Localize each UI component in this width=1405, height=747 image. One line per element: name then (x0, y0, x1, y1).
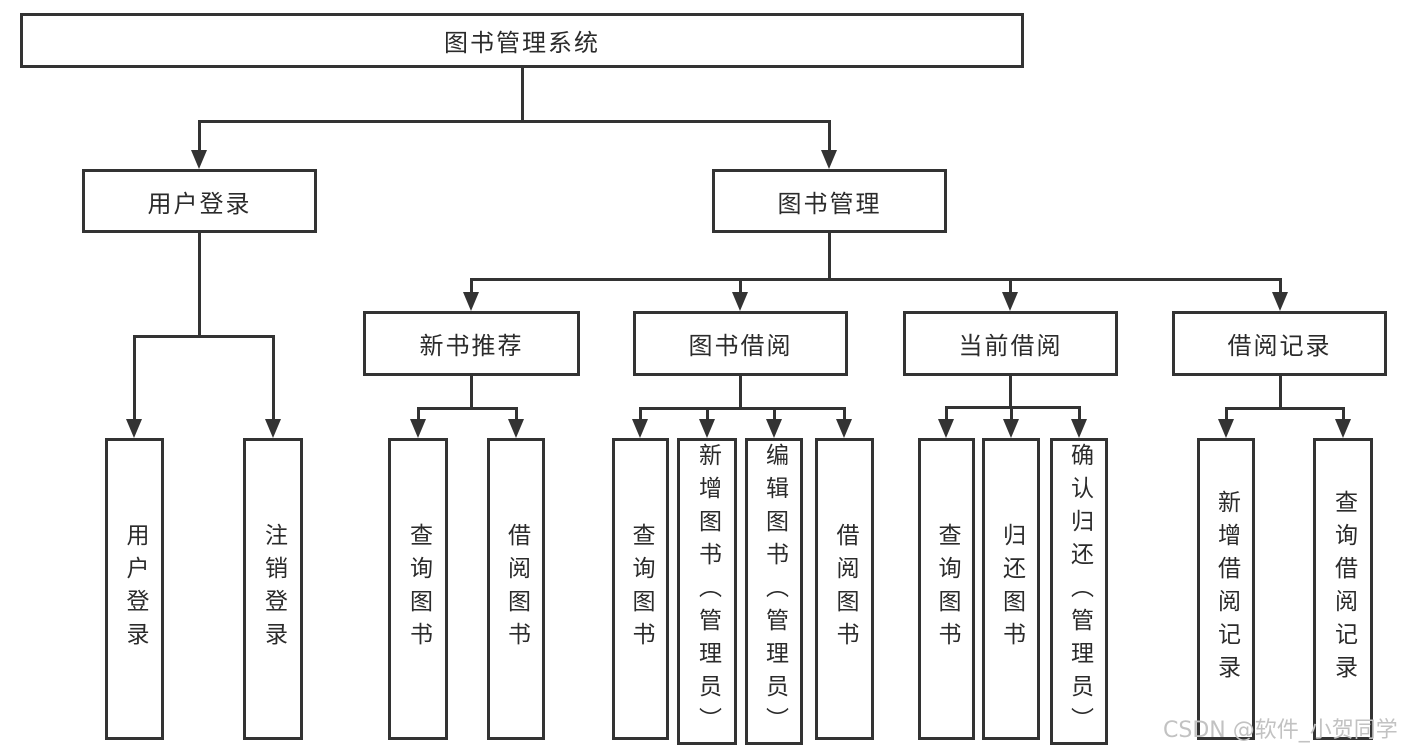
leaf-logout: 注销登录 (243, 438, 303, 740)
arrowhead-down-icon (463, 292, 479, 311)
leaf-label: 查询图书 (405, 523, 432, 655)
node-new-book-recommend: 新书推荐 (363, 311, 580, 376)
leaf-query-books-borrow: 查询图书 (612, 438, 669, 740)
arrow-stem (944, 406, 948, 424)
arrow-stem (197, 120, 201, 155)
arrow-stem (705, 407, 709, 424)
leaf-label: 归还图书 (998, 523, 1025, 655)
arrow-stem (1009, 406, 1013, 424)
arrowhead-down-icon (126, 419, 142, 438)
arrow-stem (1278, 278, 1282, 297)
node-current-borrowing: 当前借阅 (903, 311, 1118, 376)
leaf-return-books: 归还图书 (982, 438, 1040, 740)
leaf-label: 编辑图书（管理员） (761, 443, 788, 740)
leaf-query-books-recommend: 查询图书 (388, 438, 448, 740)
connector-horizontal-line (640, 407, 845, 410)
arrowhead-down-icon (1002, 292, 1018, 311)
leaf-edit-books-admin: 编辑图书（管理员） (745, 438, 803, 745)
leaf-label: 新增借阅记录 (1213, 490, 1240, 688)
arrowhead-down-icon (191, 150, 207, 169)
node-user-login: 用户登录 (82, 169, 317, 233)
leaf-label: 查询借阅记录 (1330, 490, 1357, 688)
node-label: 当前借阅 (958, 332, 1063, 360)
csdn-watermark: CSDN @软件_小贺同学 (1163, 718, 1398, 743)
arrow-stem (842, 407, 846, 424)
arrow-stem (132, 335, 136, 424)
connector-horizontal-line (418, 407, 517, 410)
arrowhead-down-icon (699, 419, 715, 438)
leaf-add-books-admin: 新增图书（管理员） (677, 438, 737, 745)
leaf-label: 确认归还（管理员） (1066, 443, 1093, 740)
arrow-stem (1077, 406, 1081, 424)
leaf-borrow-books-recommend: 借阅图书 (487, 438, 545, 740)
arrowhead-down-icon (1003, 419, 1019, 438)
connector-horizontal-line (946, 406, 1080, 409)
connector-vertical-line (469, 376, 473, 410)
arrowhead-down-icon (632, 419, 648, 438)
arrowhead-down-icon (938, 419, 954, 438)
leaf-label: 借阅图书 (832, 523, 858, 655)
arrowhead-down-icon (836, 419, 852, 438)
arrow-stem (827, 120, 831, 155)
arrow-stem (772, 407, 776, 424)
connector-vertical-line (1278, 376, 1282, 410)
arrowhead-down-icon (410, 419, 426, 438)
leaf-query-books-current: 查询图书 (918, 438, 975, 740)
node-borrowing-records: 借阅记录 (1172, 311, 1387, 376)
node-label: 借阅记录 (1227, 332, 1332, 360)
leaf-label: 借阅图书 (503, 523, 530, 655)
arrow-stem (1008, 278, 1012, 297)
connector-vertical-line (1008, 376, 1012, 409)
arrow-stem (416, 407, 420, 424)
arrowhead-down-icon (1272, 292, 1288, 311)
leaf-label: 用户登录 (122, 523, 148, 655)
connector-horizontal-line (471, 278, 1281, 281)
node-book-management: 图书管理 (712, 169, 947, 233)
arrow-stem (469, 278, 473, 297)
node-label: 图书借阅 (688, 332, 793, 360)
connector-horizontal-line (134, 335, 274, 338)
node-label: 图书管理系统 (444, 29, 600, 57)
node-label: 新书推荐 (419, 332, 524, 360)
arrow-stem (514, 407, 518, 424)
arrowhead-down-icon (508, 419, 524, 438)
arrowhead-down-icon (1071, 419, 1087, 438)
node-library-system: 图书管理系统 (20, 13, 1024, 68)
node-book-borrowing: 图书借阅 (633, 311, 848, 376)
arrow-stem (738, 278, 742, 297)
node-label: 图书管理 (777, 189, 882, 218)
arrow-stem (1341, 407, 1345, 424)
connector-vertical-line (738, 376, 742, 410)
arrowhead-down-icon (732, 292, 748, 311)
connector-vertical-line (520, 68, 524, 123)
leaf-confirm-return-admin: 确认归还（管理员） (1050, 438, 1108, 745)
leaf-label: 查询图书 (628, 523, 654, 655)
arrow-stem (1224, 407, 1228, 424)
leaf-add-borrow-record: 新增借阅记录 (1197, 438, 1255, 740)
connector-vertical-line (827, 233, 831, 280)
arrow-stem (271, 335, 275, 424)
arrow-stem (638, 407, 642, 424)
leaf-label: 查询图书 (934, 523, 960, 655)
leaf-borrow-books: 借阅图书 (815, 438, 874, 740)
arrowhead-down-icon (265, 419, 281, 438)
leaf-label: 新增图书（管理员） (694, 443, 721, 740)
arrowhead-down-icon (1335, 419, 1351, 438)
connector-horizontal-line (1226, 407, 1344, 410)
node-label: 用户登录 (147, 189, 252, 218)
connector-vertical-line (197, 233, 201, 337)
connector-horizontal-line (199, 120, 831, 123)
arrowhead-down-icon (766, 419, 782, 438)
leaf-query-borrow-record: 查询借阅记录 (1313, 438, 1373, 740)
leaf-label: 注销登录 (260, 523, 287, 655)
arrowhead-down-icon (1218, 419, 1234, 438)
arrowhead-down-icon (821, 150, 837, 169)
leaf-user-login: 用户登录 (105, 438, 164, 740)
